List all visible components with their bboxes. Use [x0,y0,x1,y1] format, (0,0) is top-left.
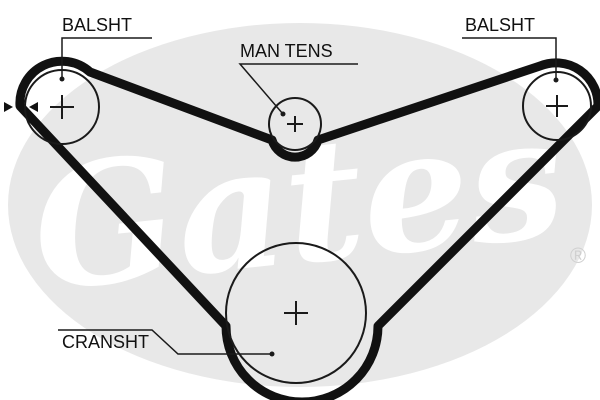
balance-shaft-pulley-right [522,71,592,141]
pulley-circle [522,71,592,141]
label-crankshaft: CRANSHT [62,332,149,352]
registered-mark: ® [570,243,586,268]
leader-line-man-tens [238,63,358,115]
crankshaft-pulley [225,242,367,384]
leader-lines [58,37,557,355]
label-balance-shaft-right: BALSHT [465,15,535,35]
center-cross-icon [284,301,308,325]
leader-line-crankshaft [58,329,272,355]
center-cross-icon [287,116,303,132]
leader-line-balshaft-right [462,37,557,80]
arrow-left-icon [29,102,38,112]
arrow-right-icon [4,102,13,112]
watermark-ellipse [8,23,592,387]
label-balance-shaft-left: BALSHT [62,15,132,35]
label-manual-tensioner: MAN TENS [240,41,333,61]
leader-line-balshaft-left [61,37,152,79]
pulley-circle [268,97,322,151]
pulley-circle [225,242,367,384]
center-cross-icon [50,95,74,119]
timing-mark-arrows [4,102,38,112]
center-cross-icon [546,95,568,117]
manual-tensioner-pulley [268,97,322,151]
